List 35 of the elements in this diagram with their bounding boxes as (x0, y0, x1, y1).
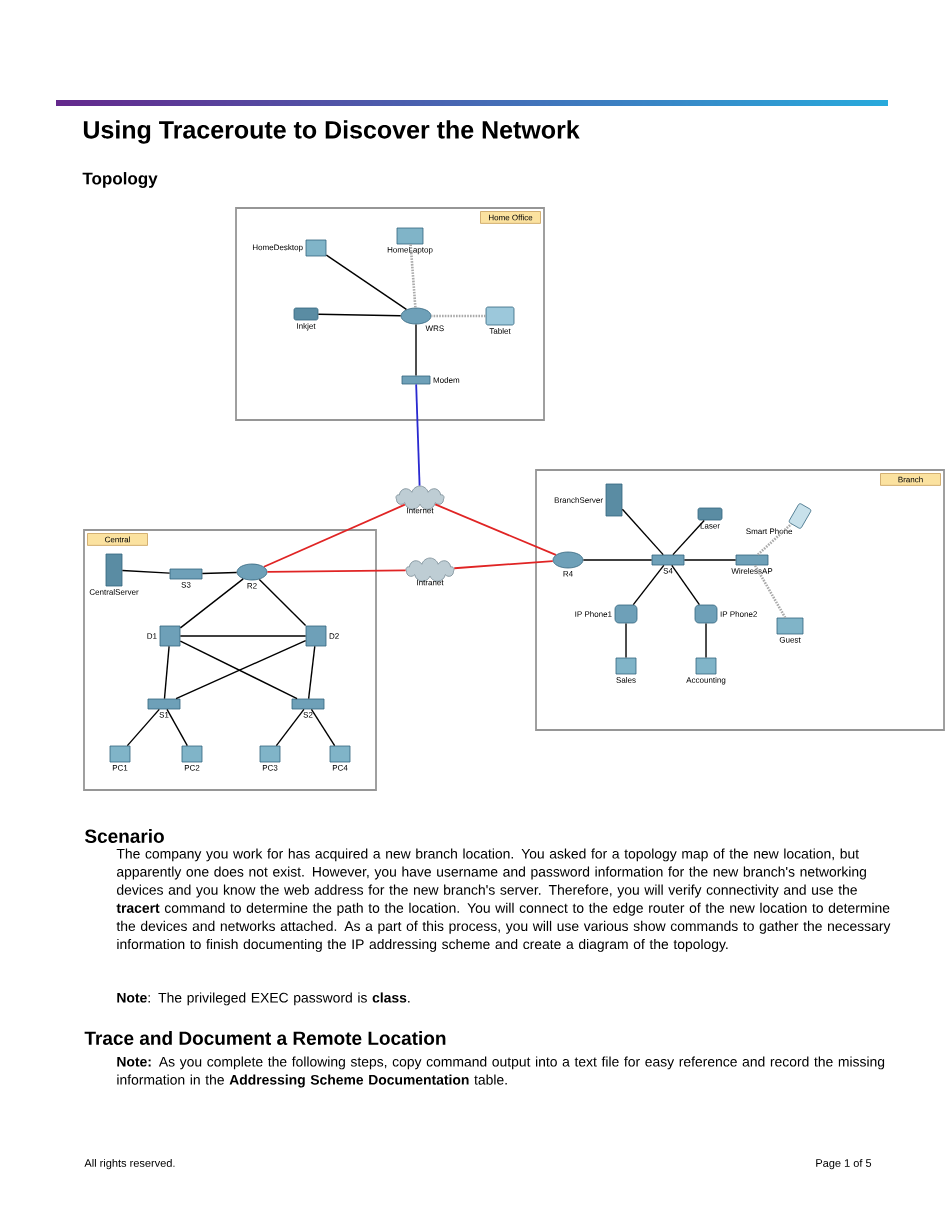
cable-link (453, 560, 554, 570)
cable-link (166, 708, 188, 747)
cable-link (632, 564, 665, 606)
cable-link (275, 708, 305, 747)
section-heading: Topology (82, 172, 158, 188)
section-heading: Trace and Document a Remote Location (84, 1031, 446, 1045)
title: Using Traceroute to Discover the Network (83, 120, 580, 144)
cable-link (582, 559, 653, 561)
cable-link (621, 508, 664, 556)
cable-link (163, 645, 170, 700)
cable-link (672, 519, 705, 556)
cable-link (434, 503, 557, 556)
cable-link (415, 383, 421, 487)
cable-link (201, 571, 238, 575)
section-heading: Scenario (84, 829, 164, 843)
cable-link (683, 559, 737, 561)
cable-link (179, 578, 244, 629)
cable-link (317, 313, 402, 317)
cable-link (266, 569, 407, 573)
wireless-link (409, 244, 417, 308)
cable-link (263, 503, 406, 568)
wireless-link (754, 564, 787, 619)
wireless-link (757, 523, 793, 556)
cable-link (307, 645, 316, 700)
cable-link (310, 708, 336, 747)
cable-link (121, 569, 171, 574)
wireless-link (431, 314, 486, 318)
cable-link (325, 254, 408, 311)
cable-link (126, 708, 160, 747)
cable-link (415, 323, 417, 377)
cable-link (625, 622, 627, 659)
cable-link (705, 622, 707, 659)
cable-link (258, 578, 307, 627)
cable-link (671, 564, 701, 606)
cable-link (179, 635, 307, 637)
